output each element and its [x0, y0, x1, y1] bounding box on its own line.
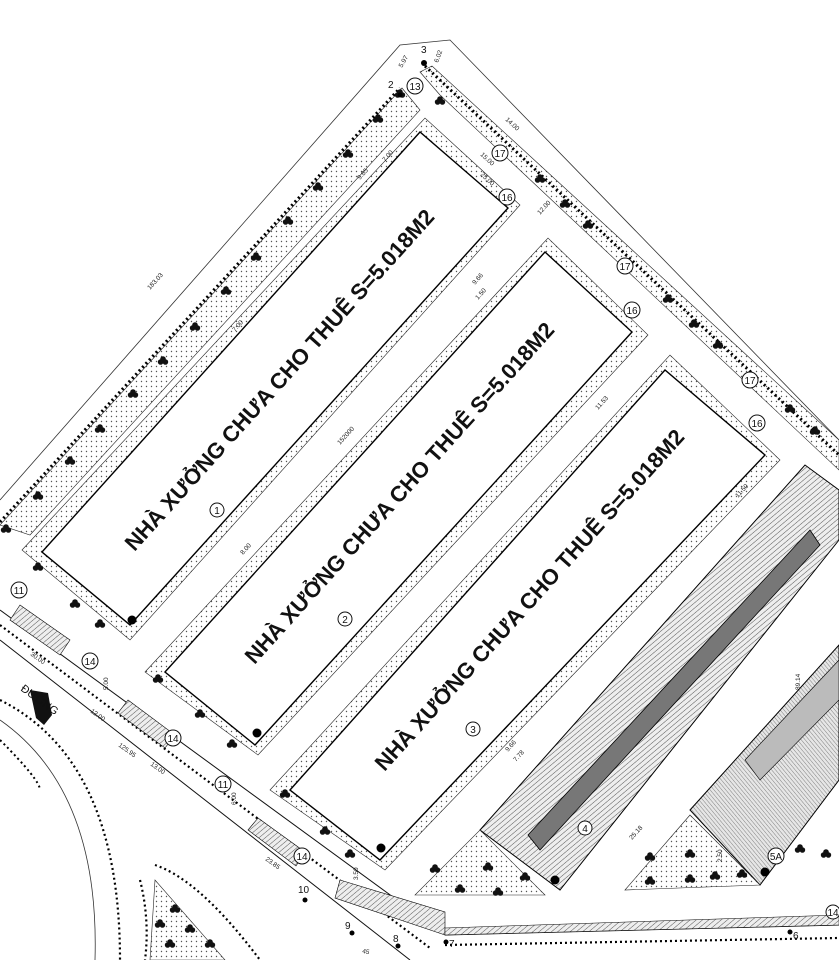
svg-text:8.00: 8.00 — [239, 542, 253, 556]
badge-13: 13 — [406, 77, 424, 95]
svg-text:16: 16 — [501, 193, 513, 204]
svg-text:9: 9 — [345, 921, 351, 932]
badge-17a: 17 — [491, 144, 509, 162]
svg-text:12.00: 12.00 — [536, 199, 552, 216]
badges: 13 17 16 17 16 17 16 11 14 14 11 14 14 — [10, 77, 839, 920]
building-4: 4 — [479, 464, 839, 891]
svg-text:14: 14 — [296, 852, 308, 863]
svg-text:17: 17 — [494, 149, 506, 160]
svg-text:25.18: 25.18 — [628, 824, 644, 841]
badge-11a: 11 — [10, 581, 28, 599]
point-numbers: 2 3 10 9 8 7 6 — [298, 45, 799, 950]
svg-text:152000: 152000 — [336, 425, 356, 446]
svg-text:89.14: 89.14 — [795, 673, 802, 690]
svg-text:11: 11 — [14, 586, 25, 597]
badge-11b: 11 — [214, 775, 232, 793]
svg-text:3: 3 — [421, 45, 427, 56]
svg-text:6.00: 6.00 — [231, 792, 238, 805]
svg-text:10: 10 — [298, 885, 310, 896]
green-areas-bottom — [149, 814, 761, 960]
building-5a-number: 5A — [770, 852, 783, 863]
svg-text:23.85: 23.85 — [264, 856, 282, 871]
badge-14b: 14 — [164, 729, 182, 747]
svg-text:3.50: 3.50 — [353, 867, 360, 880]
building-4-number: 4 — [582, 824, 588, 835]
svg-text:7.78: 7.78 — [512, 749, 526, 763]
badge-16b: 16 — [623, 301, 641, 319]
svg-text:5.97: 5.97 — [398, 54, 411, 69]
svg-text:13.00: 13.00 — [149, 761, 167, 776]
svg-text:5.00: 5.00 — [103, 677, 110, 690]
building-3-number: 3 — [470, 725, 476, 736]
svg-text:11: 11 — [218, 780, 229, 791]
building-1-number: 1 — [214, 506, 220, 517]
badge-17b: 17 — [616, 257, 634, 275]
svg-text:13: 13 — [409, 82, 421, 93]
svg-text:16: 16 — [626, 306, 638, 317]
badge-14d: 14 — [825, 904, 839, 920]
svg-text:9.66: 9.66 — [471, 272, 485, 286]
svg-text:45: 45 — [362, 948, 371, 956]
svg-text:183.03: 183.03 — [146, 272, 165, 292]
badge-16c: 16 — [748, 414, 766, 432]
svg-text:17: 17 — [619, 262, 631, 273]
svg-text:8: 8 — [393, 934, 399, 945]
badge-17c: 17 — [741, 371, 759, 389]
svg-text:6: 6 — [793, 931, 799, 942]
badge-14c: 14 — [293, 847, 311, 865]
building-5a: 5A — [689, 644, 839, 886]
svg-text:14.00: 14.00 — [504, 116, 521, 132]
svg-text:2: 2 — [388, 80, 394, 91]
svg-text:6.02: 6.02 — [433, 49, 444, 64]
svg-text:17: 17 — [744, 376, 756, 387]
svg-text:11.53: 11.53 — [594, 395, 610, 412]
svg-text:2.50: 2.50 — [717, 849, 724, 862]
svg-text:14: 14 — [84, 657, 96, 668]
badge-14a: 14 — [81, 652, 99, 670]
building-2-number: 2 — [342, 615, 348, 626]
svg-text:14: 14 — [827, 908, 839, 919]
svg-text:14: 14 — [167, 734, 179, 745]
svg-text:1.50: 1.50 — [474, 287, 488, 301]
badge-16a: 16 — [498, 188, 516, 206]
svg-text:16: 16 — [751, 419, 763, 430]
svg-text:7: 7 — [449, 939, 455, 950]
